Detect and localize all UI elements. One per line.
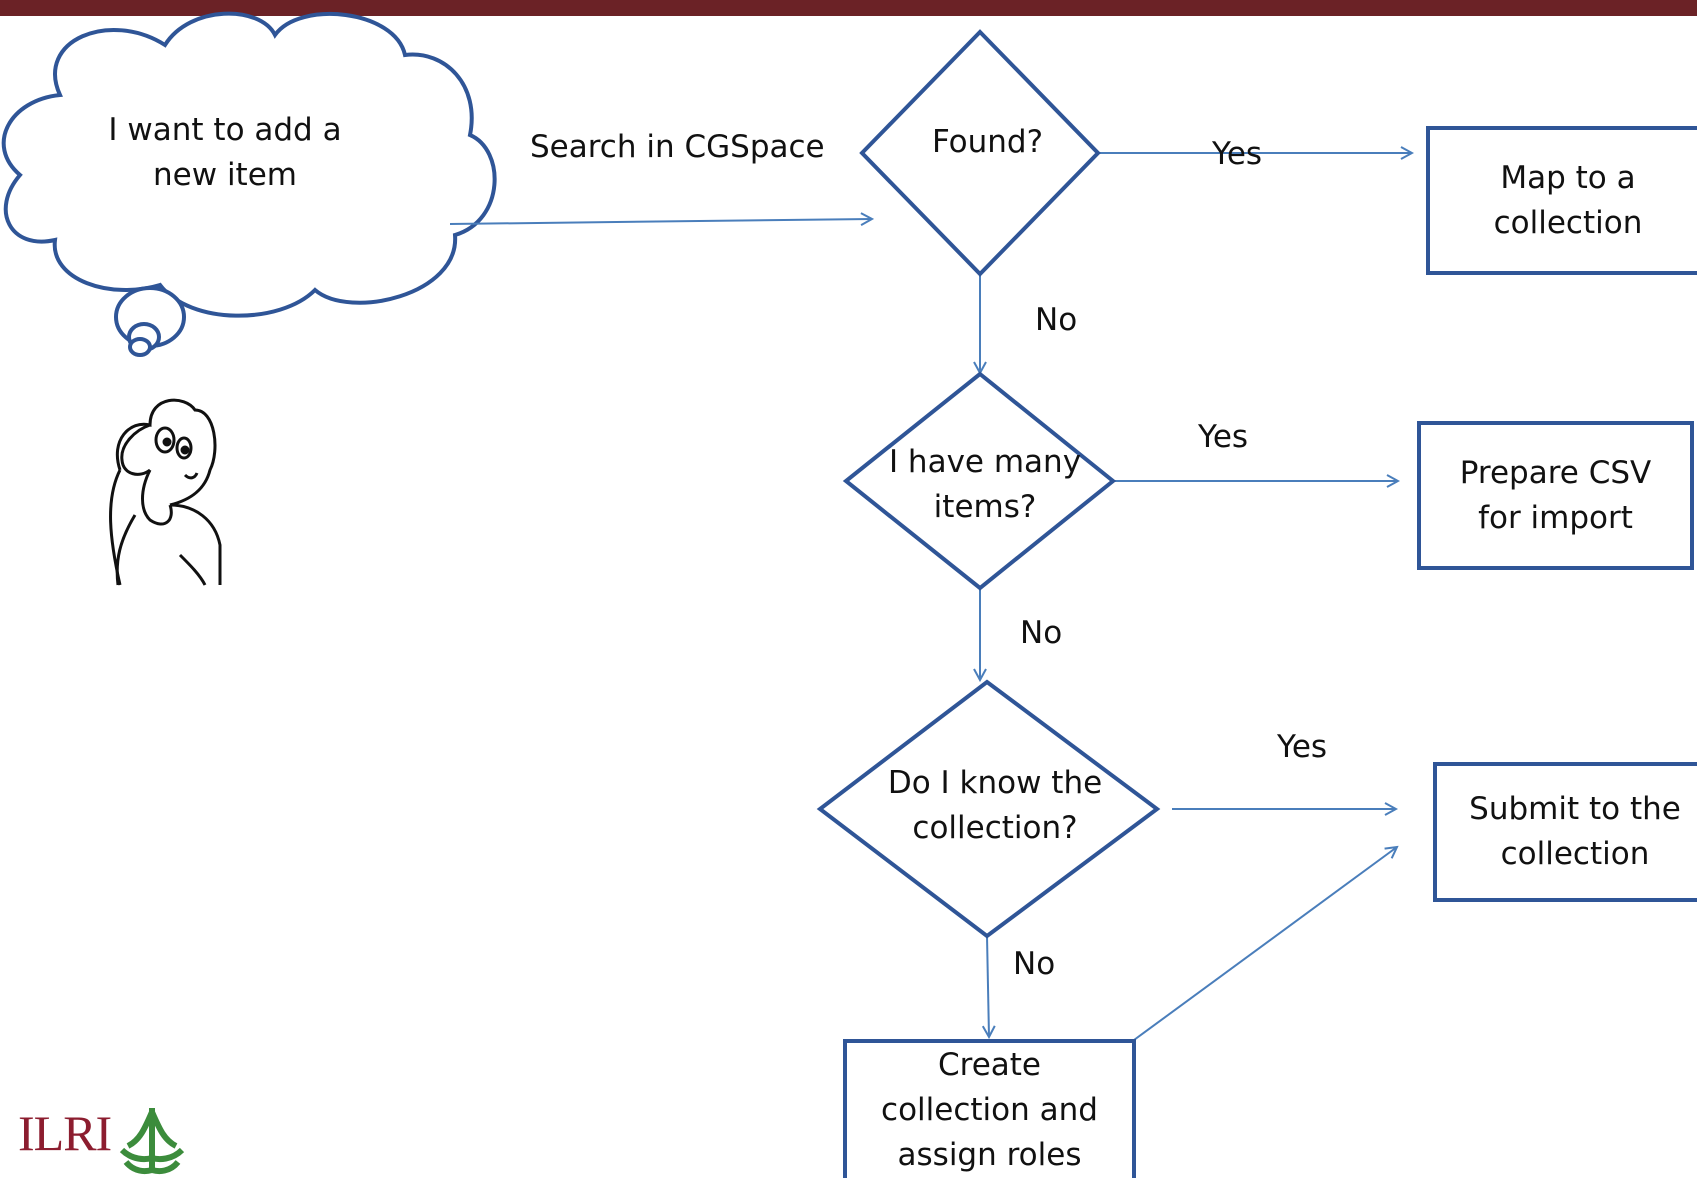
edge-label-search: Search in CGSpace — [530, 129, 825, 165]
edge-know-no — [987, 935, 989, 1037]
edge-label-many-yes: Yes — [1198, 419, 1249, 455]
thinking-person-icon — [109, 398, 222, 586]
thought-cloud-shape — [1, 11, 497, 318]
thought-bubble-small — [128, 337, 152, 357]
edge-create-to-submit — [1133, 847, 1397, 1041]
decision-found — [859, 29, 1101, 277]
edge-label-know-no: No — [1013, 946, 1056, 982]
decision-know-collection — [816, 679, 1161, 939]
cgiar-logo-icon — [119, 1108, 185, 1174]
edge-label-know-yes: Yes — [1277, 729, 1328, 765]
edge-label-found-no: No — [1035, 302, 1078, 338]
action-csv-box — [1417, 421, 1694, 570]
decision-found-text: Found? — [931, 124, 1044, 160]
action-create-box — [843, 1039, 1136, 1178]
edge-label-found-yes: Yes — [1212, 136, 1263, 172]
action-submit-box — [1433, 762, 1697, 902]
edge-cloud-to-found — [449, 219, 872, 224]
decision-many-items — [842, 371, 1117, 591]
thought-cloud — [1, 11, 497, 357]
action-map-box — [1426, 126, 1697, 275]
ilri-logo: ILRI — [18, 1105, 112, 1161]
top-bar — [0, 0, 1697, 16]
edge-label-many-no: No — [1020, 615, 1063, 651]
